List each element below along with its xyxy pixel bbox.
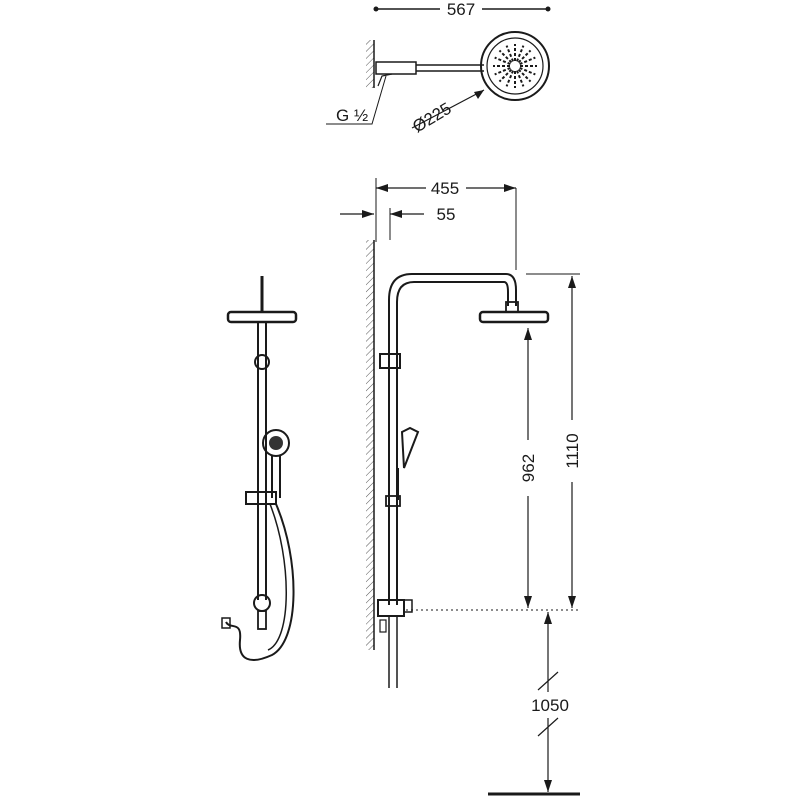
dimension-label-55: 55 <box>437 205 456 224</box>
side-hand-shower <box>397 426 420 500</box>
dimension-label-567: 567 <box>447 0 475 19</box>
front-shower-head <box>226 310 298 324</box>
head-diameter-label: Ø225 <box>409 99 454 137</box>
top-wall-hatch <box>366 40 374 88</box>
dimension-455: 455 <box>375 178 517 270</box>
dimension-1110: 1110 <box>526 273 582 608</box>
shower-head-top-view <box>480 31 550 101</box>
side-wall-hatch <box>366 240 374 650</box>
front-slider <box>245 491 277 505</box>
thread-label: G ½ <box>336 106 368 125</box>
side-shower-head <box>478 310 550 324</box>
dimension-962: 962 <box>519 328 538 608</box>
dimension-567: 567 <box>373 0 551 19</box>
dimension-label-455: 455 <box>431 179 459 198</box>
side-wall-bracket <box>379 353 401 369</box>
front-view <box>221 276 298 661</box>
side-view: 455 55 <box>340 178 582 796</box>
side-diverter <box>377 599 405 617</box>
top-view: 567 G ½ Ø225 <box>326 0 551 136</box>
dimension-1050: 1050 <box>531 612 569 792</box>
dimension-55: 55 <box>340 205 455 240</box>
dimension-label-1050: 1050 <box>531 696 569 715</box>
dimension-label-1110: 1110 <box>563 433 582 468</box>
dimension-label-962: 962 <box>519 454 538 482</box>
